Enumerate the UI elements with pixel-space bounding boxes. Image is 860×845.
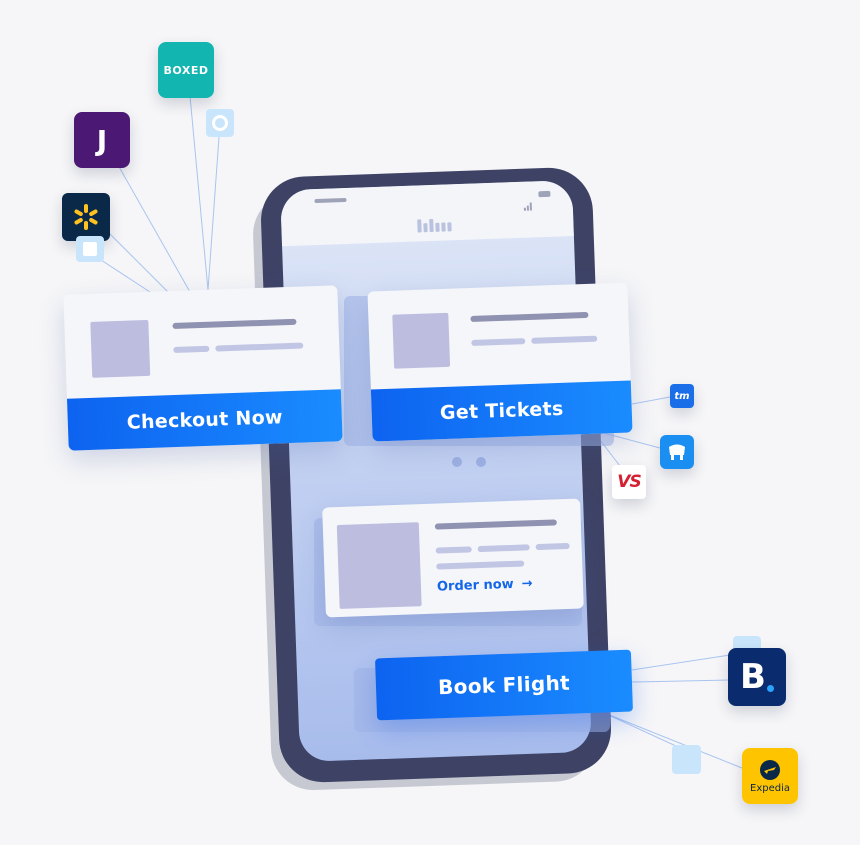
pagination-dots [452,452,500,471]
booking-letter: B [740,657,766,697]
order-now-link[interactable]: Order now → [437,576,533,594]
event-thumbnail [392,312,451,369]
boxed-app-icon: BOXED [158,42,214,98]
text-placeholder-line [172,318,297,330]
book-flight-button[interactable]: Book Flight [374,649,634,721]
decorative-tile [672,745,701,774]
get-tickets-button[interactable]: Get Tickets [370,380,633,442]
arrow-right-icon: → [521,576,533,592]
status-bar [280,180,574,247]
checkout-card: Checkout Now [63,285,343,451]
ticketmaster-app-icon: tm [670,384,694,408]
plane-globe-icon [760,759,780,780]
app-logo [417,212,454,233]
booking-dot-icon [766,684,774,692]
decorative-tile [76,236,104,262]
battery-icon [538,190,551,198]
text-placeholder-line [477,544,530,553]
product-thumbnail [336,522,422,609]
text-placeholder-line [435,546,472,554]
seat-icon [669,444,685,460]
tickets-card: Get Tickets [367,282,633,442]
vividseats-app-icon: VS [612,465,646,499]
text-placeholder-line [470,311,589,323]
product-thumbnail [90,319,151,378]
expedia-label: Expedia [750,782,790,794]
text-placeholder-line [531,335,598,344]
text-placeholder-line [535,542,570,551]
circle-icon [212,115,228,131]
text-placeholder-line [173,345,210,354]
text-placeholder-line [471,338,526,346]
checkout-now-button[interactable]: Checkout Now [66,389,343,451]
expedia-app-icon: Expedia [742,748,798,804]
seatgeek-app-icon [660,435,694,469]
order-now-label: Order now [436,576,514,595]
speaker [314,197,347,204]
pagination-dot[interactable] [476,457,486,467]
booking-app-icon: B [728,648,786,706]
signal-icon [523,191,533,211]
text-placeholder-line [434,519,557,530]
jet-app-icon: J [74,112,130,168]
walmart-app-icon [62,193,110,241]
order-card: Order now → [322,498,584,618]
text-placeholder-line [436,560,525,570]
decorative-tile [206,109,234,137]
walmart-spark-icon [74,204,98,230]
pagination-dot[interactable] [452,457,462,467]
text-placeholder-line [215,342,304,352]
